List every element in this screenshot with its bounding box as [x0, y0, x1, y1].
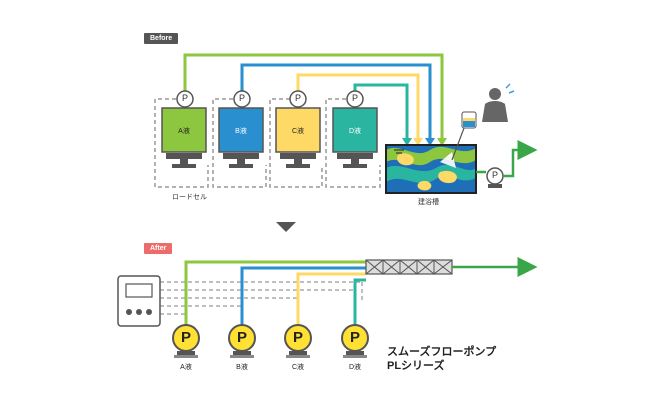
before-outlet: [476, 140, 538, 188]
tank-label-d: D液: [348, 128, 362, 135]
big-pump-b: [228, 324, 256, 358]
line-a: [183, 53, 444, 140]
after-feed-lines: [184, 260, 366, 325]
pump-letter-b: P: [238, 93, 245, 103]
bath-label: 建浴槽: [418, 199, 439, 206]
before-tag: Before: [144, 33, 179, 44]
before-small-pumps: [176, 90, 364, 108]
down-arrow-icon: [276, 222, 296, 232]
after-label-d: D液: [348, 364, 362, 371]
before-tanks: [161, 107, 378, 168]
tank-d: [332, 107, 378, 153]
controller-icon: [117, 275, 161, 327]
tank-c: [275, 107, 321, 153]
pump-icon-b: [233, 90, 251, 108]
big-pump-d: [341, 324, 369, 358]
after-label-a: A液: [180, 364, 192, 371]
product-title-line1: スムーズフローポンプ: [387, 346, 497, 358]
after-label-b: B液: [236, 364, 248, 371]
tank-label-a: A液: [178, 128, 190, 135]
after-tag: After: [144, 243, 173, 254]
product-title-line2: PLシリーズ: [387, 360, 445, 372]
pump-letter-a: P: [181, 93, 188, 103]
big-pump-a: [172, 324, 200, 358]
tank-b: [218, 107, 264, 153]
pump-letter-outlet: P: [491, 170, 498, 180]
big-pump-letter-c: P: [292, 329, 303, 346]
big-pump-c: [284, 324, 312, 358]
big-pump-letter-a: P: [180, 329, 191, 346]
line-d: [353, 83, 409, 140]
before-feed-arrowheads: [402, 138, 447, 146]
line-c: [296, 73, 420, 140]
pump-icon-d: [346, 90, 364, 108]
worker-icon: [461, 83, 515, 129]
line-b: [240, 63, 432, 140]
after-pumps: [172, 324, 369, 358]
after-dashed-lines: [160, 281, 363, 315]
static-mixer: [365, 259, 453, 275]
after-label-c: C液: [291, 364, 305, 371]
product-title: スムーズフローポンプ PLシリーズ: [387, 345, 496, 373]
tank-label-b: B液: [235, 128, 247, 135]
pump-letter-d: P: [351, 93, 358, 103]
load-cell-label: ロードセル: [172, 194, 207, 201]
big-pump-letter-b: P: [236, 329, 247, 346]
bath: [385, 111, 477, 194]
tank-a: [161, 107, 207, 153]
pump-icon-c: [289, 90, 307, 108]
tank-label-c: C液: [291, 128, 305, 135]
pump-letter-c: P: [294, 93, 301, 103]
before-dashed-loops: [154, 98, 381, 188]
big-pump-letter-d: P: [349, 329, 360, 346]
before-feed-lines: [183, 53, 444, 140]
